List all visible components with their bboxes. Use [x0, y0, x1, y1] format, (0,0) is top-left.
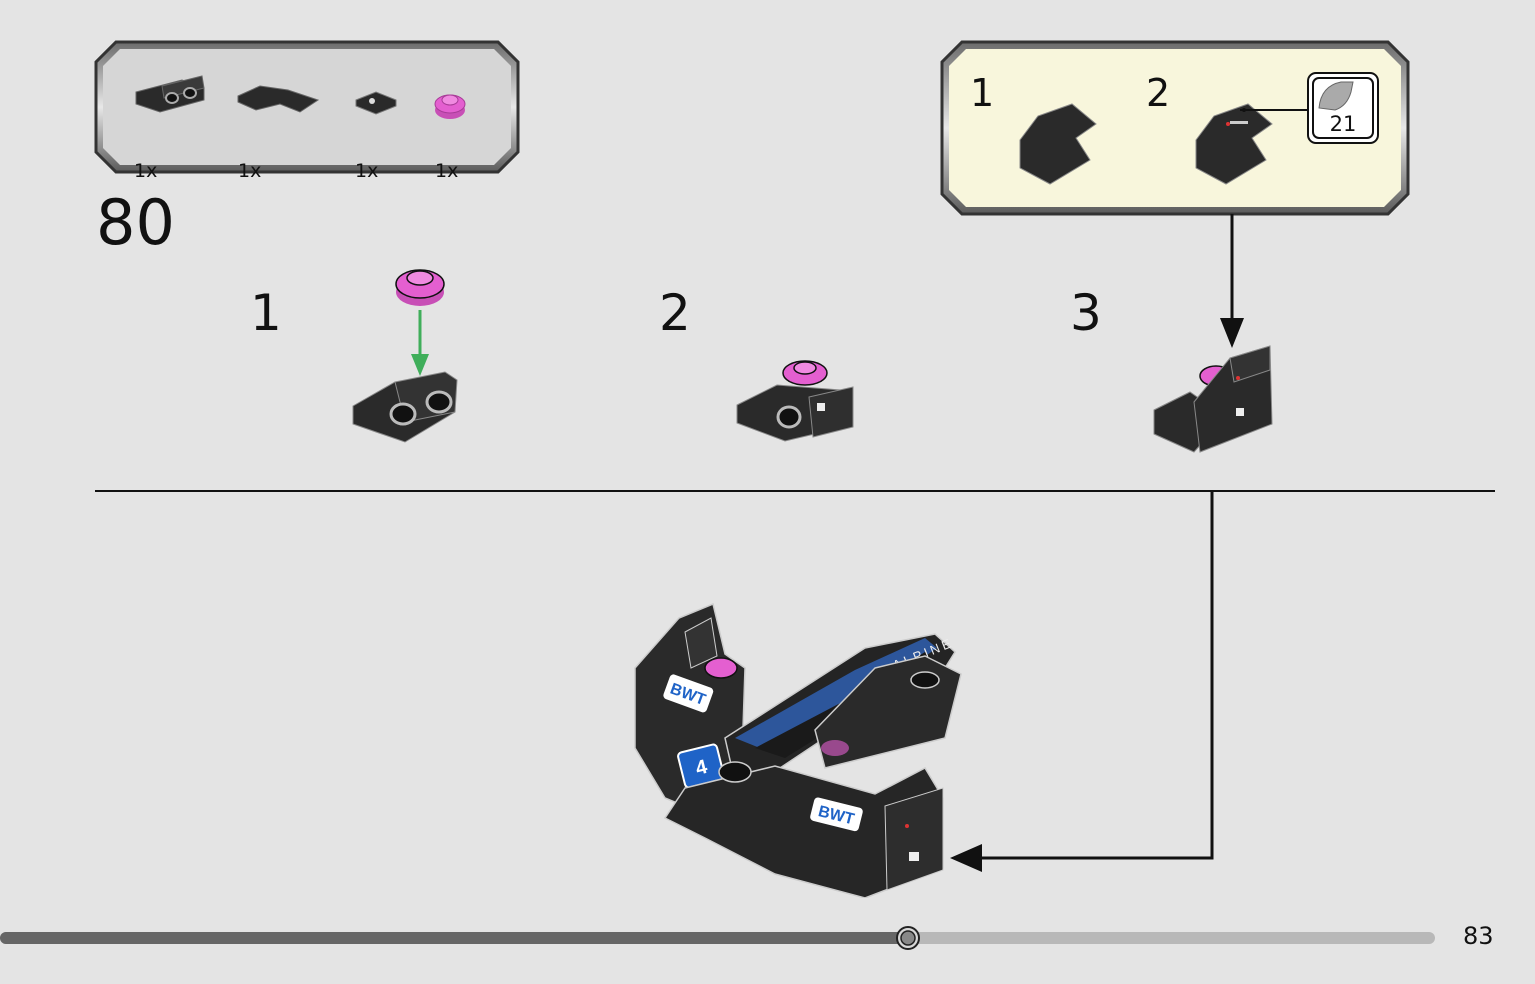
substep-label: 3	[1070, 284, 1102, 342]
step-divider	[95, 490, 1495, 492]
subassembly-step-label: 1	[970, 71, 995, 115]
small-tile-icon	[355, 91, 397, 115]
sticker-callout: 21	[1307, 72, 1379, 144]
progress-fill	[0, 932, 908, 944]
subassembly-panel: 1 2 21	[940, 40, 1410, 216]
part-qty: 1x	[435, 160, 459, 182]
subassembly-step-label: 2	[1146, 71, 1171, 115]
sticker-icon	[1318, 81, 1354, 111]
progress-knob[interactable]	[895, 925, 921, 951]
substep-label: 1	[250, 284, 282, 342]
round-plate-pink-icon	[434, 94, 466, 119]
stickered-corner-tile-icon	[1195, 103, 1273, 185]
sticker-number: 21	[1329, 112, 1357, 136]
step-number: 80	[96, 186, 175, 259]
substep-label: 2	[659, 284, 691, 342]
callout-arrow	[950, 490, 1214, 872]
page-number: 83	[1463, 922, 1494, 950]
connector-arrow	[1220, 214, 1244, 348]
parts-list-panel: 1x 1x 1x 1x	[94, 40, 520, 182]
part-qty: 1x	[355, 160, 379, 182]
part-qty: 1x	[134, 160, 158, 182]
substep-1-illustration	[352, 269, 458, 443]
corner-tile-icon	[237, 85, 320, 113]
corner-tile-icon	[1019, 103, 1097, 185]
substep-2-illustration	[736, 360, 854, 442]
part-qty: 1x	[238, 160, 262, 182]
substep-3-illustration	[1153, 345, 1273, 453]
bracket-plate-icon	[135, 75, 205, 113]
main-model-illustration: BWT ALPINE 4 BWT	[634, 602, 962, 898]
